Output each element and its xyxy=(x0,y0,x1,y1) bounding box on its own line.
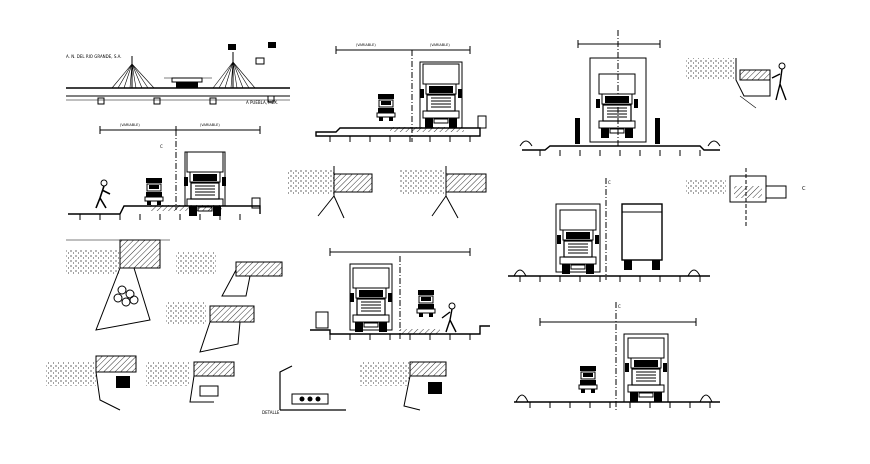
dim-label: (VARIABLE) xyxy=(356,43,376,47)
detail-label: DETALLE xyxy=(262,410,280,415)
profile-title: A. N. DEL RIO GRANDE, S.A. xyxy=(66,54,122,59)
dim-label: (VARIABLE) xyxy=(120,123,140,127)
profile-elevation: A. N. DEL RIO GRANDE, S.A. A PUEBLA, MEX… xyxy=(66,42,290,105)
bottom-detail-2 xyxy=(146,361,235,403)
slope-detail-b xyxy=(166,302,255,353)
centerline-mark: C xyxy=(608,180,611,185)
slope-detail-a xyxy=(176,252,283,297)
dim-label: (VARIABLE) xyxy=(430,43,450,47)
section-right-middle: C xyxy=(508,178,710,282)
curb-detail-2 xyxy=(400,166,487,219)
section-pedestrian-left: (VARIABLE) (VARIABLE) C xyxy=(68,123,261,220)
section-right-lower: C xyxy=(514,302,720,410)
centerline-mark: C xyxy=(802,186,806,192)
barrier-detail: C xyxy=(686,168,806,226)
detail-worker xyxy=(686,58,787,109)
centerline-mark: C xyxy=(618,304,621,309)
section-top-center: (VARIABLE) (VARIABLE) xyxy=(315,43,487,142)
deck-ticks xyxy=(79,214,241,220)
profile-note: A PUEBLA, MEX. xyxy=(246,100,278,105)
bottom-detail-4 xyxy=(360,361,447,411)
section-top-right xyxy=(519,30,721,156)
section-center-lower xyxy=(310,248,490,340)
gabion-detail xyxy=(66,239,170,331)
bottom-detail-3: DETALLE xyxy=(262,365,346,415)
bottom-detail-1 xyxy=(46,355,137,411)
curb-detail-1 xyxy=(288,166,373,219)
dim-label: (VARIABLE) xyxy=(200,123,220,127)
centerline-mark: C xyxy=(160,144,163,149)
